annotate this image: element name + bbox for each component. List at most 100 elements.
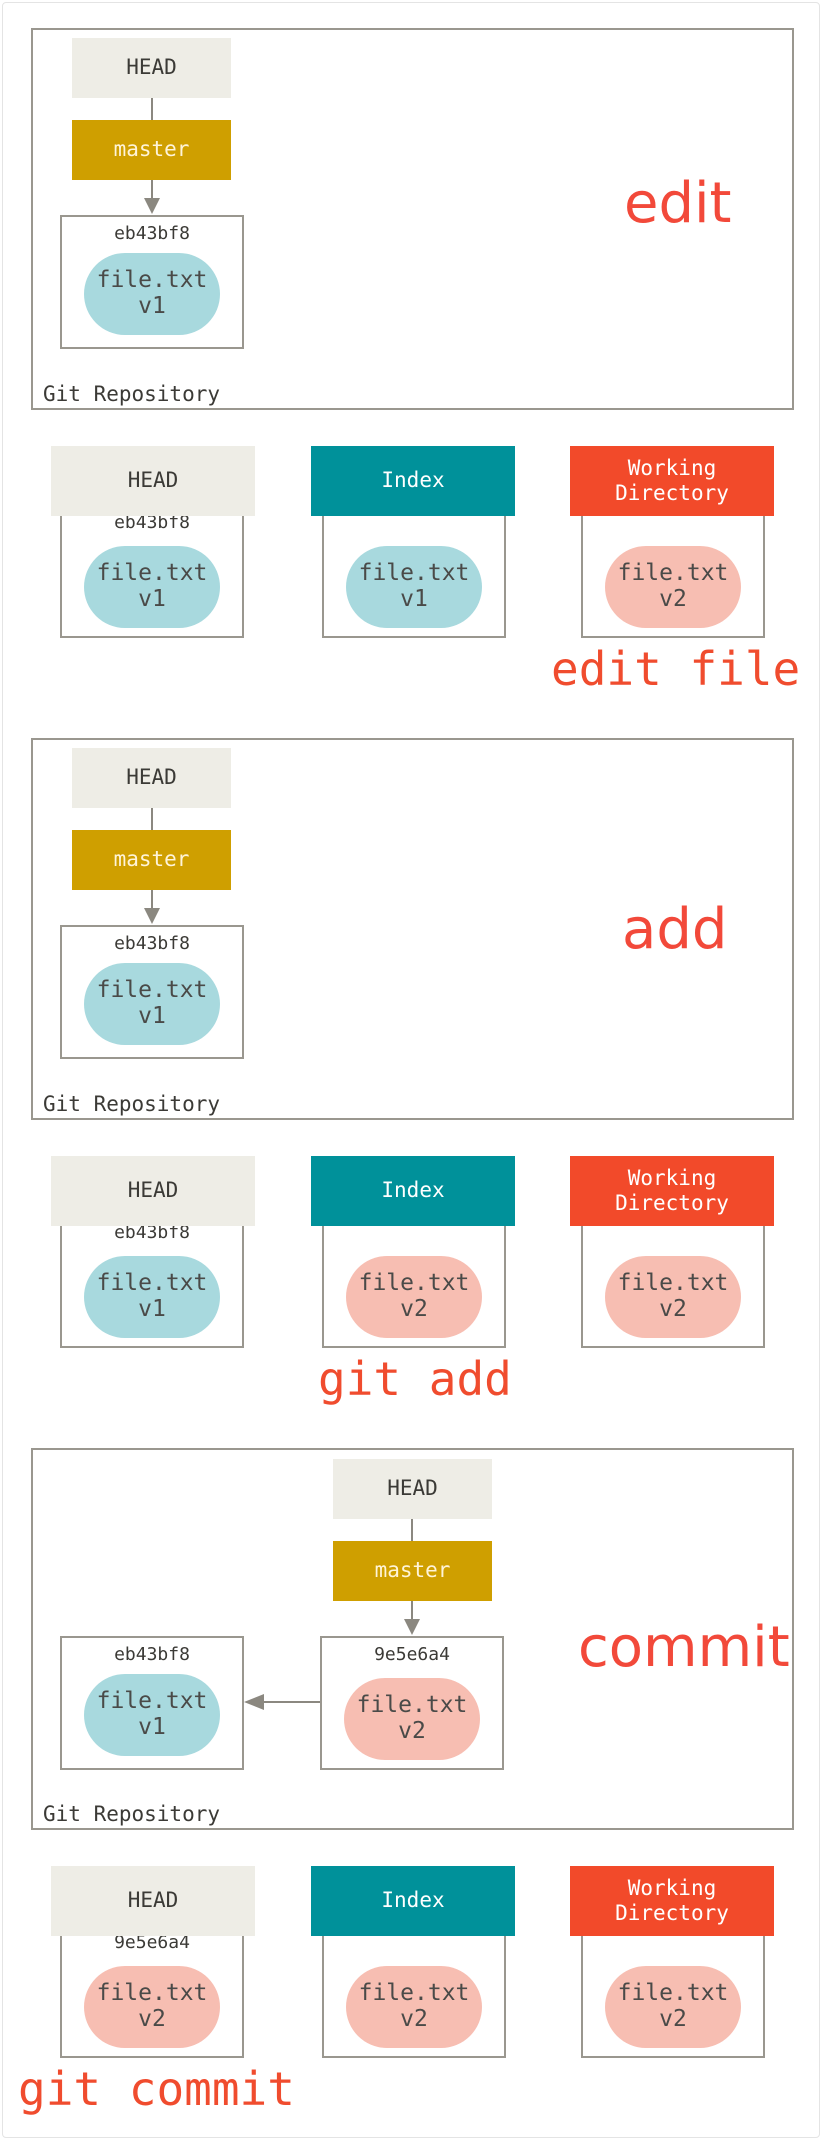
file-blob: file.txt v2 xyxy=(344,1678,480,1760)
working-directory-tree-box: file.txt v2 xyxy=(581,504,765,638)
file-version: v2 xyxy=(400,2006,428,2032)
head-tree-box: 9e5e6a4 file.txt v2 xyxy=(60,1924,244,2058)
file-blob: file.txt v2 xyxy=(84,1966,220,2048)
master-label: master xyxy=(374,1558,451,1583)
operation-label-edit: edit xyxy=(624,171,732,236)
index-tree-header: Index xyxy=(311,446,515,516)
head-to-master-line xyxy=(151,808,153,830)
working-directory-label-line1: Working xyxy=(627,1165,717,1190)
file-name: file.txt xyxy=(96,1270,208,1297)
file-version: v2 xyxy=(659,2006,687,2032)
file-name: file.txt xyxy=(358,1270,470,1297)
file-blob: file.txt v2 xyxy=(346,1966,482,2048)
head-label: HEAD xyxy=(387,1476,438,1501)
file-name: file.txt xyxy=(96,267,208,294)
git-repository-label: Git Repository xyxy=(43,1802,221,1826)
working-directory-tree-header: Working Directory xyxy=(570,446,774,516)
file-name: file.txt xyxy=(617,560,729,587)
file-blob: file.txt v1 xyxy=(84,963,220,1045)
command-label-git-add: git add xyxy=(318,1352,512,1406)
commit-box: eb43bf8 file.txt v1 xyxy=(60,215,244,349)
working-directory-label-line2: Directory xyxy=(615,1901,729,1925)
file-name: file.txt xyxy=(356,1692,468,1719)
head-label: HEAD xyxy=(127,468,179,493)
file-blob: file.txt v2 xyxy=(605,1256,741,1338)
file-version: v1 xyxy=(138,586,166,612)
commit-hash: eb43bf8 xyxy=(114,512,190,533)
file-name: file.txt xyxy=(96,1688,208,1715)
file-blob: file.txt v2 xyxy=(346,1256,482,1338)
arrowhead xyxy=(404,1619,420,1635)
master-to-commit-line xyxy=(151,180,153,200)
commit-box: eb43bf8 file.txt v1 xyxy=(60,925,244,1059)
commit-hash: 9e5e6a4 xyxy=(374,1644,450,1665)
file-blob: file.txt v2 xyxy=(605,1966,741,2048)
file-version: v1 xyxy=(138,293,166,319)
operation-label-commit: commit xyxy=(578,1615,790,1680)
file-blob: file.txt v1 xyxy=(84,253,220,335)
file-version: v2 xyxy=(400,1296,428,1322)
file-name: file.txt xyxy=(96,977,208,1004)
git-repository-label: Git Repository xyxy=(43,382,221,406)
master-branch: master xyxy=(72,830,231,890)
commit-hash: eb43bf8 xyxy=(114,933,190,954)
file-version: v1 xyxy=(400,586,428,612)
head-ref: HEAD xyxy=(333,1459,492,1519)
working-directory-tree-header: Working Directory xyxy=(570,1156,774,1226)
head-label: HEAD xyxy=(126,765,177,790)
index-tree-box: file.txt v1 xyxy=(322,504,506,638)
head-tree-header: HEAD xyxy=(51,446,255,516)
head-label: HEAD xyxy=(126,55,177,80)
file-version: v2 xyxy=(398,1718,426,1744)
commit-hash: eb43bf8 xyxy=(114,1222,190,1243)
commit-hash: eb43bf8 xyxy=(114,223,190,244)
working-directory-label-line1: Working xyxy=(627,1875,717,1900)
working-directory-label-line2: Directory xyxy=(615,481,729,505)
operation-label-add: add xyxy=(622,897,728,962)
file-version: v2 xyxy=(138,2006,166,2032)
file-version: v2 xyxy=(659,1296,687,1322)
git-repository-label: Git Repository xyxy=(43,1092,221,1116)
head-label: HEAD xyxy=(127,1178,179,1203)
head-label: HEAD xyxy=(127,1888,179,1913)
file-version: v2 xyxy=(659,586,687,612)
index-label: Index xyxy=(381,468,445,493)
arrowhead xyxy=(144,198,160,214)
working-directory-tree-box: file.txt v2 xyxy=(581,1214,765,1348)
master-label: master xyxy=(113,137,190,162)
index-tree-header: Index xyxy=(311,1866,515,1936)
file-blob: file.txt v1 xyxy=(346,546,482,628)
file-name: file.txt xyxy=(358,1980,470,2007)
head-tree-header: HEAD xyxy=(51,1156,255,1226)
head-ref: HEAD xyxy=(72,748,231,808)
master-branch: master xyxy=(333,1541,492,1601)
parent-link-line xyxy=(262,1701,320,1703)
master-to-commit-line xyxy=(151,890,153,910)
working-directory-tree-header: Working Directory xyxy=(570,1866,774,1936)
index-tree-box: file.txt v2 xyxy=(322,1214,506,1348)
head-ref: HEAD xyxy=(72,38,231,98)
file-blob: file.txt v2 xyxy=(605,546,741,628)
master-label: master xyxy=(113,847,190,872)
file-name: file.txt xyxy=(617,1980,729,2007)
index-tree-header: Index xyxy=(311,1156,515,1226)
file-name: file.txt xyxy=(358,560,470,587)
head-to-master-line xyxy=(411,1519,413,1541)
working-directory-tree-box: file.txt v2 xyxy=(581,1924,765,2058)
index-label: Index xyxy=(381,1178,445,1203)
file-version: v1 xyxy=(138,1296,166,1322)
command-label-edit-file: edit file xyxy=(551,642,801,696)
file-name: file.txt xyxy=(96,1980,208,2007)
index-label: Index xyxy=(381,1888,445,1913)
head-to-master-line xyxy=(151,98,153,120)
master-branch: master xyxy=(72,120,231,180)
index-tree-box: file.txt v2 xyxy=(322,1924,506,2058)
file-blob: file.txt v1 xyxy=(84,546,220,628)
file-name: file.txt xyxy=(617,1270,729,1297)
working-directory-label-line1: Working xyxy=(627,455,717,480)
new-commit-box: 9e5e6a4 file.txt v2 xyxy=(320,1636,504,1770)
command-label-git-commit: git commit xyxy=(18,2062,295,2116)
commit-hash: eb43bf8 xyxy=(114,1644,190,1665)
